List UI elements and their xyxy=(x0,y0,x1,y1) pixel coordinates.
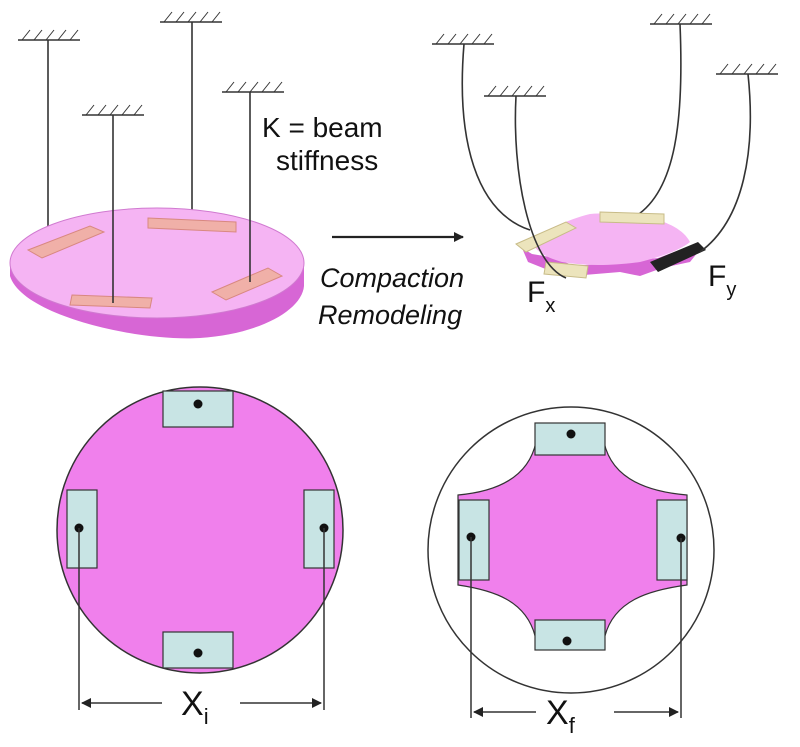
initial-top-view: Xi xyxy=(56,386,344,729)
mount-hatch-center-top xyxy=(160,11,222,23)
bent-beam-left xyxy=(461,43,531,231)
final-post-pad-top xyxy=(534,422,606,456)
process-label-line2: Remodeling xyxy=(318,300,462,330)
mount-hatch-final-center xyxy=(484,85,546,97)
initial-distance-label: Xi xyxy=(181,685,209,729)
attach-pad-bottom xyxy=(69,294,153,309)
force-y-label: Fy xyxy=(708,260,736,301)
final-post-dot-bottom xyxy=(562,636,572,646)
compacted-construct-3d: Fx Fy xyxy=(432,13,778,317)
bent-beam-right xyxy=(699,73,752,253)
compacted-tissue-shape xyxy=(457,441,688,641)
post-dot-top xyxy=(193,399,203,409)
final-post-dot-top xyxy=(566,429,576,439)
final-pad-bottom xyxy=(543,261,589,279)
final-top-view: Xf xyxy=(427,406,715,738)
force-x-label: Fx xyxy=(527,276,555,317)
final-pad-right xyxy=(650,242,706,272)
final-distance-label: Xf xyxy=(546,694,576,738)
attach-pad-top xyxy=(147,217,237,233)
process-arrow-group: Compaction Remodeling xyxy=(318,232,464,330)
initial-tissue-disc xyxy=(56,386,344,674)
original-outline-circle xyxy=(427,406,715,694)
mount-hatch-final-right xyxy=(716,63,778,75)
mount-hatch-final-left xyxy=(432,33,494,45)
post-pad-right xyxy=(303,489,335,569)
attach-pad-left xyxy=(26,225,106,259)
final-pad-left xyxy=(515,221,578,253)
mount-hatch-final-top xyxy=(650,13,712,25)
bent-beam-center xyxy=(514,95,567,279)
mount-hatch-left xyxy=(18,29,80,41)
final-post-pad-bottom xyxy=(534,619,606,651)
final-pad-top xyxy=(599,211,665,225)
post-dot-bottom xyxy=(193,648,203,658)
process-label-line1: Compaction xyxy=(320,263,464,293)
initial-construct-3d: K = beam stiffness xyxy=(9,11,383,339)
mount-hatch-right xyxy=(222,81,284,93)
post-pad-top xyxy=(162,390,234,428)
mount-hatch-center xyxy=(82,104,144,116)
beam-stiffness-label-line2: stiffness xyxy=(276,145,378,176)
beam-stiffness-label-line1: K = beam xyxy=(262,112,383,143)
bent-beam-top xyxy=(635,23,682,217)
